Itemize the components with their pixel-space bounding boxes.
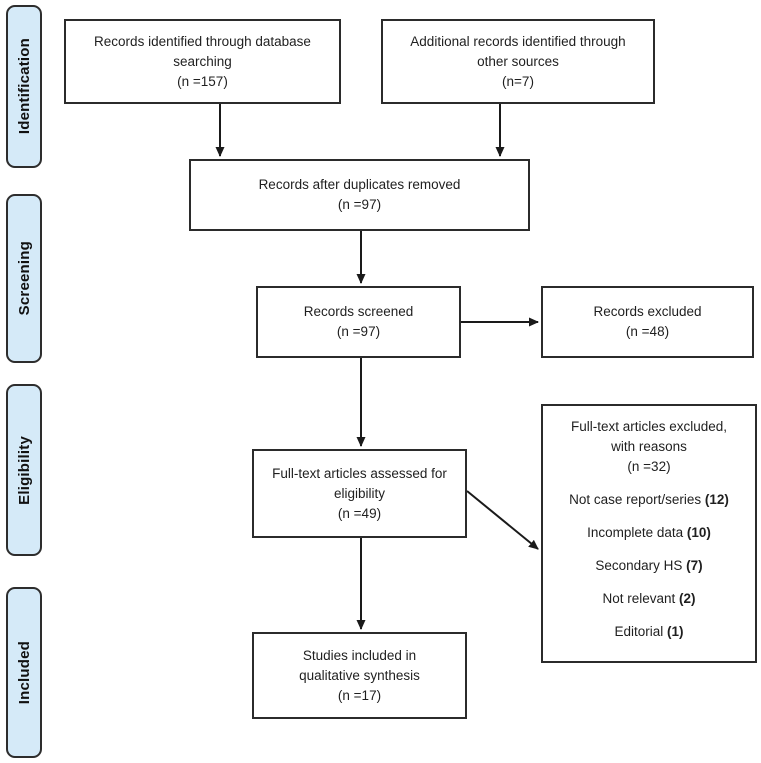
exclusion-reason: Incomplete data (10) xyxy=(587,523,711,543)
exclusion-reason-label: Incomplete data xyxy=(587,525,684,540)
box-text-line: Records after duplicates removed xyxy=(258,177,461,192)
box-text-line: (n =157) xyxy=(177,73,228,89)
stage-label-text: Eligibility xyxy=(15,435,33,505)
stage-label-included: Included xyxy=(6,587,42,758)
stage-label-text: Included xyxy=(15,640,33,705)
box-text-line: (n =97) xyxy=(336,324,381,339)
exclusion-reason: Not case report/series (12) xyxy=(569,490,729,510)
box-text-line: (n =17) xyxy=(337,687,382,703)
box-text-line: Full-text articles assessed for xyxy=(272,465,447,481)
exclusion-reason-count: (12) xyxy=(704,492,729,507)
box-text-line: (n=7) xyxy=(502,73,534,89)
exclusion-reason-count: (2) xyxy=(679,591,696,606)
box-records-screened: Records screened (n =97) xyxy=(256,286,461,358)
exclusion-reason-count: (7) xyxy=(686,558,703,573)
box-text-line: other sources xyxy=(477,53,559,69)
exclusion-reason-label: Secondary HS xyxy=(595,558,683,573)
box-text-line: (n =32) xyxy=(627,459,671,474)
exclusion-reason: Editorial (1) xyxy=(614,622,683,642)
box-text-line: searching xyxy=(173,53,232,69)
box-text-line: Studies included in xyxy=(302,647,417,663)
box-additional-records: Additional records identified through ot… xyxy=(381,19,655,104)
box-studies-included: Studies included in qualitative synthesi… xyxy=(252,632,467,719)
box-records-excluded: Records excluded (n =48) xyxy=(541,286,754,358)
exclusion-reason-label: Not relevant xyxy=(602,591,676,606)
exclusion-reason-label: Not case report/series xyxy=(569,492,702,507)
box-text-line: Records identified through database xyxy=(94,33,311,49)
exclusion-reason: Not relevant (2) xyxy=(602,589,695,609)
box-fulltext-excluded: Full-text articles excluded, with reason… xyxy=(541,404,757,663)
exclusion-reason-count: (1) xyxy=(667,624,684,639)
stage-label-identification: Identification xyxy=(6,5,42,168)
box-text-line: with reasons xyxy=(611,439,687,454)
stage-label-text: Screening xyxy=(15,241,33,316)
box-text-line: Records excluded xyxy=(593,304,702,319)
exclusion-reason-count: (10) xyxy=(686,525,711,540)
exclusion-reason-label: Editorial xyxy=(614,624,664,639)
box-text-line: (n =49) xyxy=(337,505,382,521)
exclusion-reason: Secondary HS (7) xyxy=(595,556,702,576)
stage-label-text: Identification xyxy=(15,38,33,135)
stage-label-screening: Screening xyxy=(6,194,42,363)
box-text-line: (n =48) xyxy=(625,324,670,339)
box-text-line: Records screened xyxy=(303,304,414,319)
box-text-line: eligibility xyxy=(333,485,386,501)
box-text-line: Full-text articles excluded, xyxy=(570,419,728,434)
stage-label-eligibility: Eligibility xyxy=(6,384,42,556)
box-text-line: (n =97) xyxy=(337,197,382,212)
arrow-fulltext-to-excluded-reasons xyxy=(466,490,539,550)
box-fulltext-assessed: Full-text articles assessed for eligibil… xyxy=(252,449,467,538)
box-duplicates-removed: Records after duplicates removed (n =97) xyxy=(189,159,530,231)
box-records-identified: Records identified through database sear… xyxy=(64,19,341,104)
box-text-line: Additional records identified through xyxy=(410,33,626,49)
box-text-line: qualitative synthesis xyxy=(299,667,420,683)
